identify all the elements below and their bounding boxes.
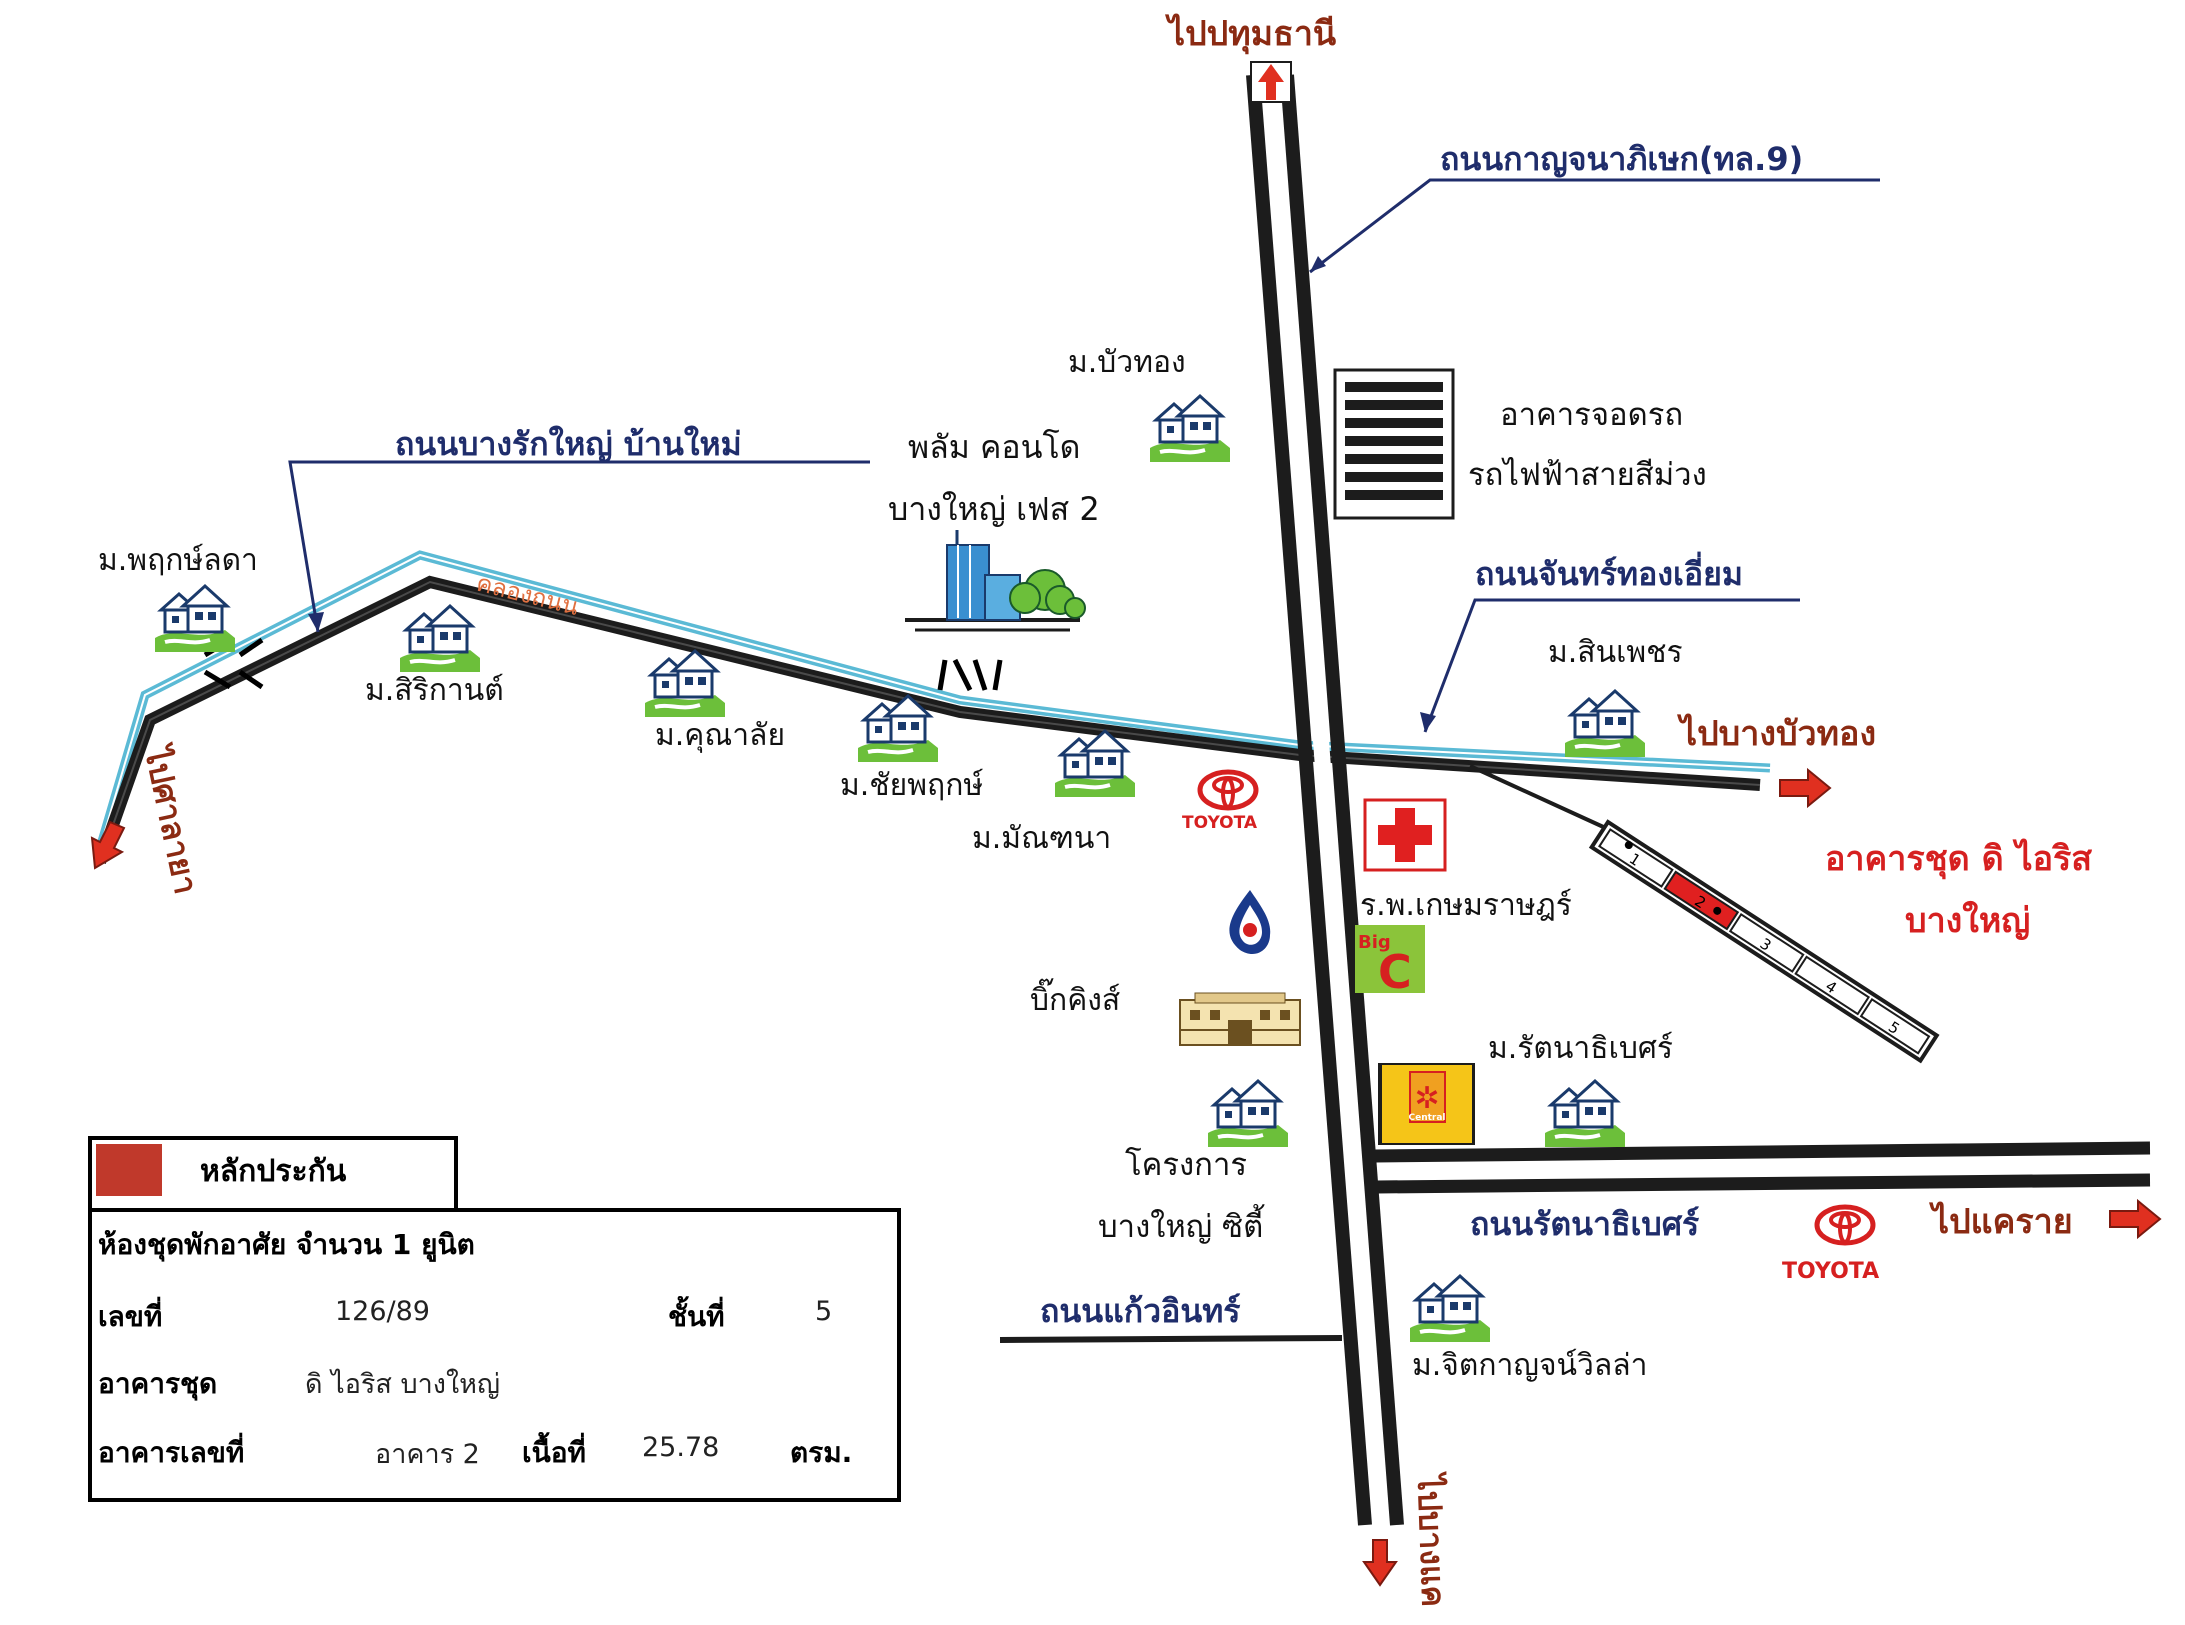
bigc-logo-icon: Big C bbox=[1355, 925, 1425, 999]
canal-label: คลองถนน bbox=[474, 569, 582, 621]
canal-line-inner bbox=[97, 553, 1771, 856]
bigc-big-text: Big bbox=[1358, 932, 1391, 953]
toyota-text-1: TOYOTA bbox=[1182, 813, 1258, 833]
collateral-swatch bbox=[96, 1144, 162, 1196]
legend-table bbox=[88, 1208, 901, 1502]
place-label-pruksalada: ม.พฤกษ์ลดา bbox=[98, 543, 258, 578]
house-icon-sinpetch bbox=[1563, 689, 1647, 759]
direction-label-pathumthani: ไปปทุมธานี bbox=[1165, 13, 1336, 55]
place-label-khunalai: ม.คุณาลัย bbox=[655, 718, 785, 754]
place-label-plum-2: บางใหญ่ เฟส 2 bbox=[888, 490, 1100, 528]
direction-label-salaya: ไปศาลายา bbox=[137, 741, 206, 898]
road-label-main: ถนนกาญจนาภิเษก(ทล.9) bbox=[1440, 140, 1803, 178]
legend-building-no-value: อาคาร 2 bbox=[375, 1439, 480, 1470]
road-label-rattanathibet: ถนนรัตนาธิเบศร์ bbox=[1470, 1205, 1699, 1243]
house-icon-rattanathibet bbox=[1543, 1079, 1627, 1149]
place-label-rattanathibet: ม.รัตนาธิเบศร์ bbox=[1488, 1031, 1673, 1066]
place-label-project-1: โครงการ bbox=[1125, 1147, 1247, 1183]
legend-floor-label: ชั้นที่ bbox=[668, 1300, 725, 1333]
bigking-building-icon bbox=[1179, 992, 1301, 1046]
place-label-bigking: บิ๊กคิงส์ bbox=[1030, 978, 1120, 1018]
toyota-logo-icon-1 bbox=[1200, 772, 1256, 808]
house-icon-pruksalada bbox=[153, 584, 237, 654]
bigc-c-text: C bbox=[1378, 945, 1412, 999]
kaewin-road-line bbox=[999, 1335, 1343, 1343]
main-road-line-left bbox=[1246, 74, 1372, 1526]
central-logo-icon: ✲ Central bbox=[1378, 1063, 1475, 1145]
central-symbol-icon: ✲ bbox=[1414, 1081, 1439, 1116]
place-label-project-2: บางใหญ่ ซิตี้ bbox=[1098, 1204, 1265, 1245]
bangrak-road-line bbox=[94, 575, 1761, 864]
legend-building-value: ดิ ไอริส บางใหญ่ bbox=[305, 1369, 500, 1400]
chanthong-callout-line bbox=[1423, 598, 1800, 733]
legend-building-no-label: อาคารเลขที่ bbox=[98, 1436, 245, 1469]
place-label-manthana: ม.มัณฑนา bbox=[972, 821, 1111, 856]
place-label-iris-2: บางใหญ่ bbox=[1905, 900, 2030, 941]
place-label-hospital: ร.พ.เกษมราษฎร์ bbox=[1360, 888, 1572, 923]
main-road-line-right bbox=[1280, 74, 1404, 1526]
rattanathibet-road-bottom bbox=[1376, 1173, 2151, 1194]
rattanathibet-road-top bbox=[1374, 1141, 2151, 1163]
main-road-callout-line bbox=[1309, 178, 1880, 274]
iris-building-1 bbox=[1598, 828, 1674, 888]
place-label-chitkan: ม.จิตกาญจน์วิลล่า bbox=[1412, 1348, 1648, 1383]
road-label-bangrak: ถนนบางรักใหญ่ บ้านใหม่ bbox=[395, 425, 742, 463]
bangrak-callout-line bbox=[288, 460, 870, 633]
house-icon-sirikan bbox=[398, 604, 482, 674]
hospital-cross-icon bbox=[1363, 798, 1447, 872]
place-label-sirikan: ม.สิริกานต์ bbox=[365, 673, 504, 708]
legend-number-label: เลขที่ bbox=[98, 1300, 163, 1333]
house-icon-chitkan bbox=[1408, 1274, 1492, 1344]
condo-building-icon bbox=[905, 530, 1086, 632]
house-icon-manthana bbox=[1053, 729, 1137, 799]
direction-label-bangkhae: ไปบางแค bbox=[1410, 1471, 1453, 1608]
legend-floor-value: 5 bbox=[815, 1296, 833, 1327]
iris-building-5 bbox=[1859, 998, 1931, 1055]
arrow-right-icon-bangbuathong bbox=[1779, 767, 1832, 809]
direction-label-bangbuathong: ไปบางบัวทอง bbox=[1677, 713, 1876, 754]
arrow-down-left-icon bbox=[90, 820, 126, 870]
toyota-logo-icon-2 bbox=[1817, 1207, 1873, 1243]
parking-building-icon bbox=[1333, 368, 1455, 520]
iris-access-road bbox=[1469, 764, 1611, 832]
ptt-logo-icon bbox=[1229, 890, 1271, 955]
arrow-right-icon-khaerai bbox=[2109, 1198, 2162, 1240]
arrow-up-icon bbox=[1250, 61, 1292, 103]
the-iris-buildings: 1 2 3 4 5 bbox=[1588, 819, 1940, 1064]
place-label-iris-1: อาคารชุด ดิ ไอริส bbox=[1825, 838, 2092, 880]
iris-building-3 bbox=[1728, 913, 1805, 973]
place-label-chaiyapruk: ม.ชัยพฤกษ์ bbox=[840, 768, 983, 803]
place-label-sinpetch: ม.สินเพชร bbox=[1548, 635, 1683, 670]
legend-area-value: 25.78 bbox=[642, 1432, 720, 1463]
direction-label-khaerai: ไปแคราย bbox=[1929, 1201, 2073, 1242]
main-road-gap bbox=[1262, 74, 1389, 1526]
legend-title: ห้องชุดพักอาศัย จำนวน 1 ยูนิต bbox=[98, 1228, 475, 1261]
road-label-kaewin: ถนนแก้วอินทร์ bbox=[1040, 1292, 1240, 1330]
toyota-text-2: TOYOTA bbox=[1782, 1259, 1879, 1284]
house-icon-buathong bbox=[1148, 394, 1232, 464]
collateral-label: หลักประกัน bbox=[200, 1154, 347, 1189]
arrow-down-icon bbox=[1362, 1539, 1398, 1587]
house-icon-khunalai bbox=[643, 649, 727, 719]
iris-building-2 bbox=[1663, 870, 1740, 931]
house-icon-project bbox=[1206, 1079, 1290, 1149]
legend-building-label: อาคารชุด bbox=[98, 1367, 218, 1400]
place-label-plum-1: พลัม คอนโด bbox=[908, 428, 1080, 466]
bridge-mark-2 bbox=[937, 658, 1003, 692]
legend-number-value: 126/89 bbox=[335, 1296, 430, 1327]
place-label-buathong: ม.บัวทอง bbox=[1068, 345, 1186, 380]
central-text: Central bbox=[1408, 1113, 1445, 1123]
legend-area-label: เนื้อที่ bbox=[522, 1436, 586, 1469]
bangrak-road-inner bbox=[99, 580, 1761, 863]
legend-area-unit: ตรม. bbox=[790, 1436, 853, 1469]
iris-building-4 bbox=[1794, 955, 1871, 1016]
road-label-chanthong: ถนนจันทร์ทองเอี่ยม bbox=[1475, 551, 1743, 593]
place-label-parking-2: รถไฟฟ้าสายสีม่วง bbox=[1468, 457, 1707, 493]
place-label-parking-1: อาคารจอดรถ bbox=[1500, 397, 1683, 433]
